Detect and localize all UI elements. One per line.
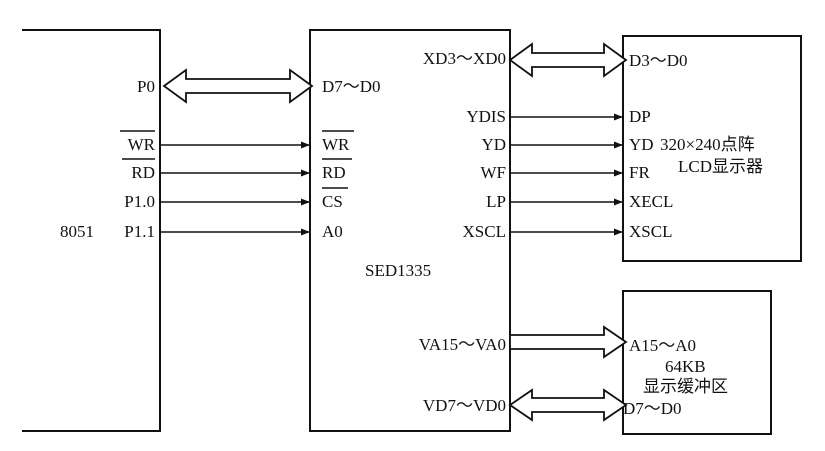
lcd-block bbox=[622, 35, 802, 262]
mcu-pin-p0: P0 bbox=[137, 77, 155, 96]
ctrl-pin-ydis: YDIS bbox=[466, 107, 506, 126]
ctrl-pin-wr: WR bbox=[322, 135, 350, 154]
lcd-pin-xscl: XSCL bbox=[629, 222, 672, 241]
lcd-title-line2: LCD显示器 bbox=[678, 157, 763, 176]
mcu-pin-p11: P1.1 bbox=[124, 222, 155, 241]
lcd-title-line1: 320×240点阵 bbox=[660, 135, 755, 154]
mcu-name: 8051 bbox=[60, 222, 94, 241]
buffer-pin-a: A15～A0 bbox=[629, 336, 696, 355]
controller-name: SED1335 bbox=[365, 261, 431, 280]
ctrl-pin-data: D7～D0 bbox=[322, 77, 381, 96]
vd-bus-arrow bbox=[508, 388, 628, 422]
lcd-pin-xecl: XECL bbox=[629, 192, 673, 211]
ctrl-pin-va: VA15～VA0 bbox=[419, 335, 506, 354]
ctrl-pin-vd: VD7～VD0 bbox=[423, 396, 506, 415]
ctrl-pin-rd: RD bbox=[322, 163, 346, 182]
mcu-pin-p10: P1.0 bbox=[124, 192, 155, 211]
ctrl-pin-wf: WF bbox=[481, 163, 507, 182]
lcd-pin-dp: DP bbox=[629, 107, 651, 126]
controller-block bbox=[309, 29, 511, 432]
xd-bus-arrow bbox=[508, 42, 628, 78]
ctrl-pin-xd: XD3～XD0 bbox=[423, 49, 506, 68]
lcd-pin-fr: FR bbox=[629, 163, 650, 182]
va-bus-arrow bbox=[509, 325, 628, 359]
buffer-pin-d: D7～D0 bbox=[623, 399, 682, 418]
ctrl-pin-cs: CS bbox=[322, 192, 343, 211]
mcu-pin-rd: RD bbox=[131, 163, 155, 182]
mcu-block bbox=[22, 29, 161, 432]
ctrl-pin-lp: LP bbox=[486, 192, 506, 211]
ctrl-pin-yd: YD bbox=[481, 135, 506, 154]
buffer-block bbox=[622, 290, 772, 435]
lcd-pin-d: D3～D0 bbox=[629, 51, 688, 70]
ctrl-pin-xscl: XSCL bbox=[463, 222, 506, 241]
ctrl-pin-a0: A0 bbox=[322, 222, 343, 241]
buffer-title: 显示缓冲区 bbox=[643, 377, 728, 396]
lcd-pin-yd: YD bbox=[629, 135, 654, 154]
buffer-size: 64KB bbox=[665, 357, 706, 376]
data-bus-arrow bbox=[162, 68, 314, 104]
mcu-pin-wr: WR bbox=[128, 135, 156, 154]
